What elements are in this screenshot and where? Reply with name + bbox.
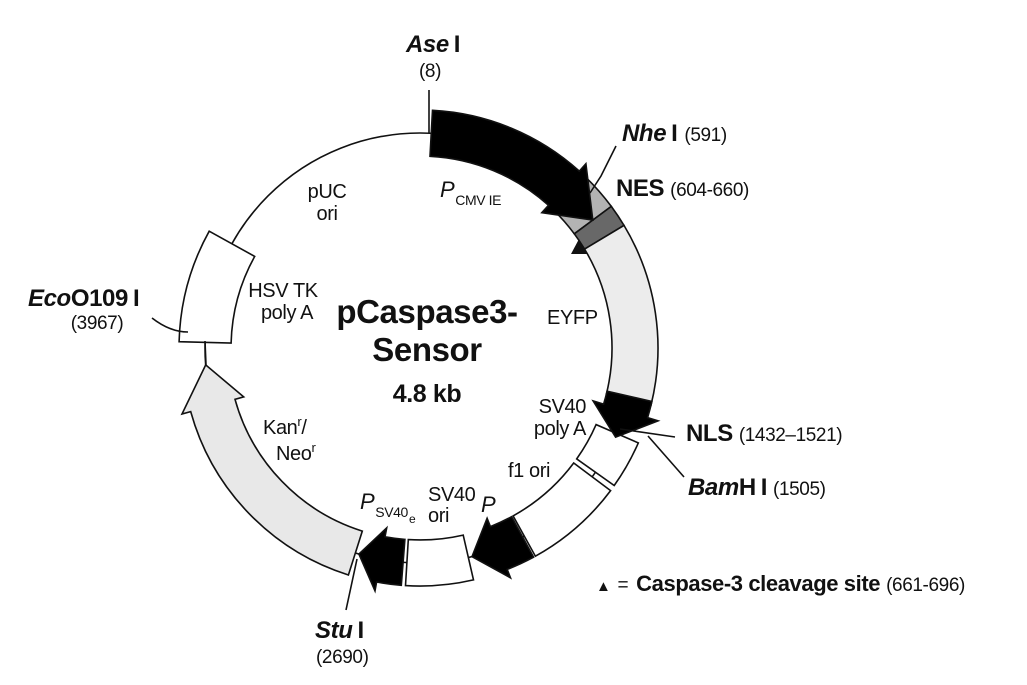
label-pcmv-promoter: PCMV IE (440, 177, 501, 208)
sv40-polya-segment (575, 423, 640, 487)
label-kan: Kanr/ (263, 414, 307, 439)
label-sv40-polya-line1: SV40 (539, 396, 587, 418)
nhei-leader (589, 145, 617, 194)
label-puc-ori-line1: pUC (308, 181, 347, 203)
kan-neo-arrow (180, 363, 364, 577)
label-sv40-polya-line2: poly A (534, 418, 587, 440)
f1-ori-segment (512, 461, 612, 558)
p-sv40e-arrow (357, 525, 406, 594)
label-neo: Neor (276, 440, 317, 465)
legend-cleavage-site: ▲=Caspase-3 cleavage site(661-696) (596, 571, 965, 596)
label-eyfp: EYFP (547, 307, 598, 329)
sv40-ori-segment (404, 534, 475, 587)
plasmid-size-label: 4.8 kb (393, 380, 462, 408)
plasmid-title-line2: Sensor (372, 331, 482, 368)
nls-arrow (591, 390, 661, 439)
pcmv-arrow (429, 109, 594, 222)
label-hsvtk-polya-line1: HSV TK (248, 280, 319, 302)
label-stui-position: (2690) (316, 647, 369, 668)
label-f1-ori: f1 ori (508, 460, 550, 482)
hsvtk-polya-segment (178, 230, 256, 344)
label-hsvtk-polya-line2: poly A (261, 302, 314, 324)
label-nls: NLS(1432–1521) (686, 420, 842, 447)
label-ecoo109i-position: (3967) (71, 313, 124, 334)
plasmid-title-line1: pCaspase3- (336, 293, 517, 330)
ecoo109i-leader (151, 317, 189, 333)
p-sv40-arrow (470, 515, 535, 580)
label-sv40-ori-line2: ori (428, 505, 449, 527)
bamhi-leader (647, 435, 685, 478)
label-asei-position: (8) (419, 61, 441, 82)
label-puc-ori-line2: ori (316, 203, 337, 225)
label-nes: NES(604-660) (616, 175, 749, 202)
nls-leader (619, 428, 676, 438)
label-p-promoter: P (481, 492, 496, 517)
label-sv40-ori-line1: SV40 (428, 484, 476, 506)
label-psv40e-promoter: PSV40e (360, 489, 416, 526)
stui-tick (345, 558, 358, 611)
cleavage-site-marker-icon (571, 239, 587, 254)
kan-hsvtk-connector (204, 340, 207, 366)
